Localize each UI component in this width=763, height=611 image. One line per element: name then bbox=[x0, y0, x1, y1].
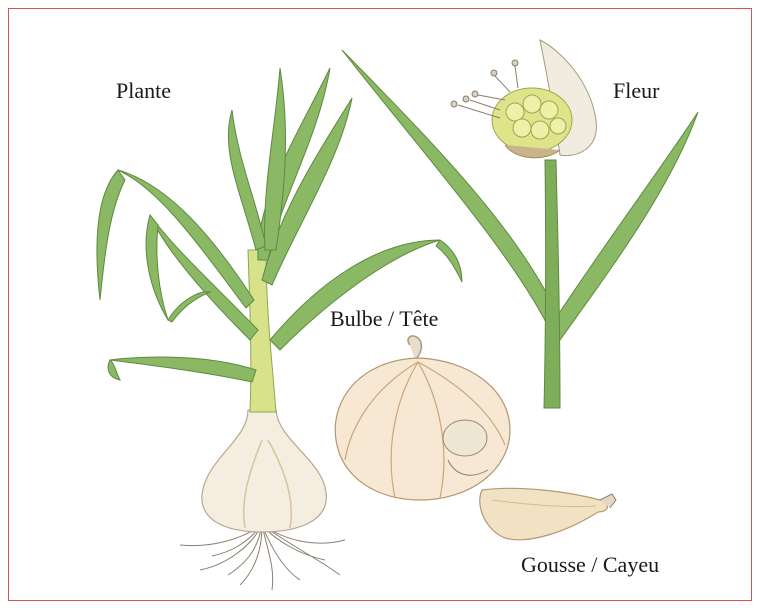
garlic-bulb-head bbox=[335, 336, 510, 500]
label-plante: Plante bbox=[116, 78, 171, 104]
plant-bulb bbox=[202, 410, 326, 532]
plant-leaves bbox=[97, 68, 462, 382]
label-bulbe-tete: Bulbe / Tête bbox=[330, 306, 438, 332]
label-fleur: Fleur bbox=[613, 78, 659, 104]
bulb-clove-visible bbox=[443, 420, 487, 456]
flower-stem bbox=[544, 160, 560, 408]
label-gousse-cayeu: Gousse / Cayeu bbox=[521, 552, 659, 578]
garlic-clove bbox=[480, 488, 616, 539]
flower-head bbox=[451, 40, 596, 158]
plant-roots bbox=[180, 525, 345, 590]
